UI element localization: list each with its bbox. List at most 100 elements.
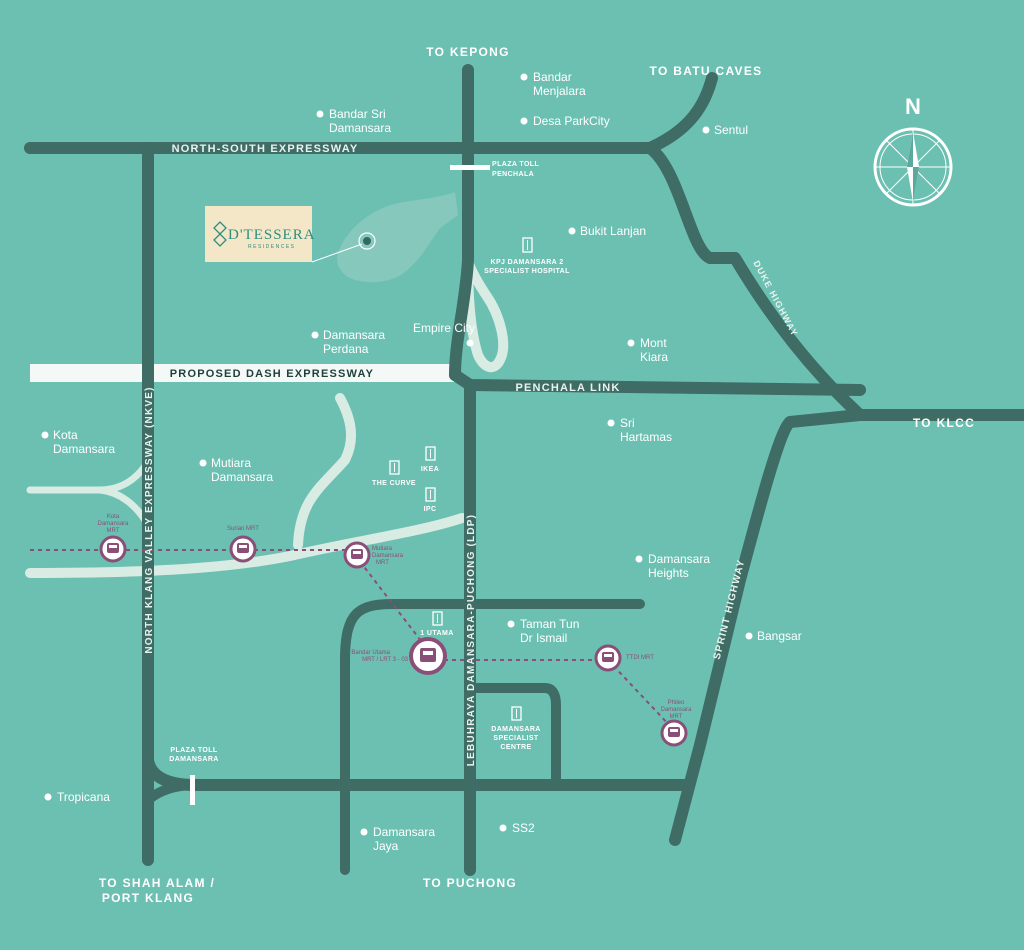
mrt-bandar-utama-icon <box>409 637 447 675</box>
place-kota-damansara-1: Kota <box>53 428 78 442</box>
dot-damansara-perdana <box>311 331 319 339</box>
place-desa-parkcity: Desa ParkCity <box>533 114 610 128</box>
dot-tropicana <box>44 793 52 801</box>
mrt-phileo-label-3: MRT <box>670 714 683 720</box>
dot-desa-parkcity <box>520 117 528 125</box>
nkve-label: NORTH KLANG VALLEY EXPRESSWAY (NKVE) <box>144 386 155 653</box>
south-road <box>142 754 691 791</box>
mrt-mutiara-icon <box>343 541 371 569</box>
dot-bandar-sri-damansara <box>316 110 324 118</box>
mrt-ttdi-icon <box>594 644 622 672</box>
mrt-kota-label-2: Damansara <box>97 521 129 527</box>
main-roads <box>24 64 1024 876</box>
place-mutiara-damansara-1: Mutiara <box>211 456 251 470</box>
place-mont-kiara-1: Mont <box>640 336 667 350</box>
place-damansara-perdana-1: Damansara <box>323 328 385 342</box>
dot-ss2 <box>499 824 507 832</box>
landmark-one-utama: 1 UTAMA <box>420 630 453 637</box>
dot-empire-city <box>466 339 474 347</box>
mrt-bu-label-1: Bandar Utama <box>351 650 390 656</box>
dot-damansara-jaya <box>360 828 368 836</box>
place-bandar-menjalara-2: Menjalara <box>533 84 586 98</box>
mrt-line <box>30 549 673 729</box>
place-sri-hartamas-1: Sri <box>620 416 635 430</box>
place-ss2: SS2 <box>512 821 535 835</box>
light-road-curve-link <box>25 513 467 578</box>
toll-penchala-label-2: PENCHALA <box>492 171 534 178</box>
dir-shah-alam-2: PORT KLANG <box>102 891 194 905</box>
mrt-mutiara-label-1: Mutiara <box>372 546 393 552</box>
place-damansara-jaya-1: Damansara <box>373 825 435 839</box>
place-tropicana: Tropicana <box>57 790 110 804</box>
mrt-line-southeast <box>607 659 673 729</box>
dtessera-logo-icon <box>213 221 227 247</box>
dir-puchong: TO PUCHONG <box>423 876 517 890</box>
nse-label: NORTH-SOUTH EXPRESSWAY <box>172 143 359 155</box>
dir-batu-caves: TO BATU CAVES <box>650 64 763 78</box>
place-damansara-heights-2: Heights <box>648 566 689 580</box>
compass-icon <box>873 127 953 207</box>
landmark-ikea: IKEA <box>421 466 439 473</box>
place-damansara-jaya-2: Jaya <box>373 839 399 853</box>
site-area <box>337 192 458 283</box>
mrt-mutiara-label-2: Damansara <box>372 553 404 559</box>
place-ttdi-2: Dr Ismail <box>520 631 567 645</box>
toll-penchala-label-1: PLAZA TOLL <box>492 161 539 168</box>
landmark-dsc-2: SPECIALIST <box>493 735 539 742</box>
place-sentul: Sentul <box>714 123 748 137</box>
dir-klcc: TO KLCC <box>913 416 975 430</box>
landmark-dsc-1: DAMANSARA <box>491 726 541 733</box>
logo-name: D'TESSERA <box>228 227 316 243</box>
mrt-kota-damansara-icon <box>99 535 127 563</box>
place-kota-damansara-2: Damansara <box>53 442 115 456</box>
mrt-phileo-icon <box>660 719 688 747</box>
mrt-line-diagonal <box>354 554 429 651</box>
penchala-label: PENCHALA LINK <box>515 382 620 394</box>
dot-sri-hartamas <box>607 419 615 427</box>
light-roads <box>25 255 509 578</box>
sprint-road <box>669 409 866 846</box>
dot-bandar-menjalara <box>520 73 528 81</box>
dir-shah-alam-1: TO SHAH ALAM / <box>99 876 215 890</box>
mrt-phileo-label-1: Phileo <box>668 700 685 706</box>
place-dots <box>41 73 753 836</box>
place-bandar-sri-damansara-1: Bandar Sri <box>329 107 386 121</box>
ldp-interchange-loop <box>463 255 509 373</box>
damansara-toll-bar <box>190 775 195 805</box>
site-marker-icon <box>358 232 376 250</box>
dot-mont-kiara <box>627 339 635 347</box>
penchala-toll-bar <box>450 165 490 170</box>
kepong-ldp-road <box>449 64 474 381</box>
place-bandar-menjalara-1: Bandar <box>533 70 572 84</box>
dsc-building-icon <box>511 706 522 721</box>
place-mutiara-damansara-2: Damansara <box>211 470 273 484</box>
landmark-kpj-1: KPJ DAMANSARA 2 <box>490 259 563 266</box>
mrt-ttdi-label: TTDI MRT <box>626 655 654 661</box>
logo-sub: RESIDENCES <box>248 244 296 250</box>
ldp-label: LEBUHRAYA DAMANSARA-PUCHONG (LDP) <box>466 514 477 766</box>
dot-damansara-heights <box>635 555 643 563</box>
south-road-kink <box>143 780 200 805</box>
dot-ttdi <box>507 620 515 628</box>
landmark-ipc: IPC <box>424 506 437 513</box>
place-bukit-lanjan: Bukit Lanjan <box>580 224 646 238</box>
light-road-west-branch-1 <box>26 462 149 494</box>
place-empire-city: Empire City <box>413 321 475 335</box>
dot-sentul <box>702 126 710 134</box>
dot-bangsar <box>745 632 753 640</box>
dot-mutiara-damansara <box>199 459 207 467</box>
compass-north-label: N <box>905 94 921 119</box>
batu-caves-road <box>644 72 718 154</box>
dot-bukit-lanjan <box>568 227 576 235</box>
ikea-building-icon <box>425 446 436 461</box>
mrt-bu-label-2: MRT / LRT 3 - 03 <box>362 657 409 663</box>
mrt-kota-label-1: Kota <box>107 514 120 520</box>
place-bandar-sri-damansara-2: Damansara <box>329 121 391 135</box>
landmark-kpj-2: SPECIALIST HOSPITAL <box>484 268 570 275</box>
one-utama-building-icon <box>432 611 443 626</box>
the-curve-building-icon <box>389 460 400 475</box>
dir-kepong: TO KEPONG <box>426 45 510 59</box>
logo-pointer-line <box>311 243 363 263</box>
